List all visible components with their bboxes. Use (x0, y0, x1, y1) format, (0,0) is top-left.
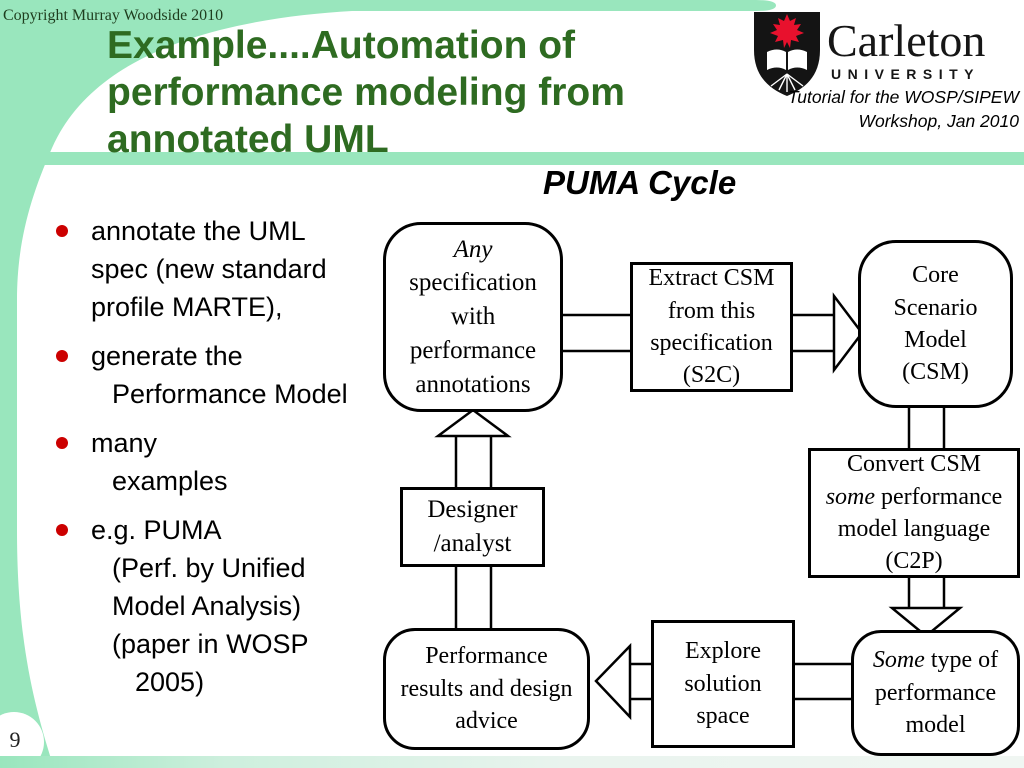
core-scenario-model-box: Core Scenario Model (CSM) (858, 240, 1013, 408)
any-specification-box: Any specification with performance annot… (383, 222, 563, 412)
box-line: specification (409, 269, 537, 297)
performance-results-box: Performance results and design advice (383, 628, 590, 750)
page-title: Example....Automation of performance mod… (107, 24, 625, 161)
copyright-text: Copyright Murray Woodside 2010 (3, 7, 224, 24)
bullet-line: Model Analysis) (112, 591, 302, 621)
event-note: Tutorial for the WOSP/SIPEW Workshop, Ja… (699, 86, 1019, 133)
box-line: performance (874, 679, 997, 706)
bullet-dot (56, 350, 68, 362)
bullet-item-many: many examples (56, 424, 386, 500)
bullet-line: (paper in WOSP (112, 629, 309, 659)
bullet-dot (56, 524, 68, 536)
bullet-line: spec (new standard (91, 254, 327, 284)
bullet-line: profile MARTE), (91, 292, 283, 322)
bullet-list: annotate the UML spec (new standard prof… (56, 212, 386, 712)
bullet-line: generate the (91, 341, 243, 371)
accent-stripe (0, 152, 1024, 165)
bullet-line: Performance Model (112, 379, 348, 409)
arrowhead-left (594, 642, 632, 721)
bullet-item-generate: generate the Performance Model (56, 337, 386, 413)
bullet-line: many (91, 428, 158, 458)
arrow-designer-to-results (454, 567, 493, 630)
box-line: Designer (427, 496, 518, 524)
box-line: model language (837, 516, 991, 542)
page-number-circle (0, 712, 44, 768)
bullet-line: examples (112, 466, 228, 496)
box-line: (S2C) (682, 362, 741, 389)
box-line: Some type of (872, 647, 999, 674)
box-line: with (450, 303, 496, 331)
arrow-csm-to-convert (907, 406, 946, 450)
extract-csm-box: Extract CSM from this specification (S2C… (630, 262, 793, 392)
box-line: solution (684, 670, 762, 697)
box-line: results and design (400, 675, 573, 702)
logo-wordmark: Carleton (827, 15, 986, 66)
box-line: some performance (825, 483, 1003, 510)
arrow-designer-to-spec (454, 432, 493, 487)
page-number: 9 (9, 727, 21, 752)
bullet-line: e.g. PUMA (91, 515, 222, 545)
box-line: Convert CSM (846, 451, 981, 478)
box-line: from this (667, 297, 756, 324)
event-note-line1: Tutorial for the WOSP/SIPEW (787, 87, 1019, 107)
maple-leaf-icon (770, 14, 804, 48)
bullet-line: 2005) (135, 667, 205, 697)
box-line: Scenario (893, 294, 978, 321)
designer-analyst-box: Designer /analyst (400, 487, 545, 567)
carleton-shield-icon (754, 12, 820, 96)
convert-csm-box: Convert CSM some performance model langu… (808, 448, 1020, 578)
box-line: (C2P) (885, 548, 943, 575)
box-line: /analyst (433, 530, 512, 557)
bullet-dot (56, 437, 68, 449)
arrowhead-right (832, 292, 864, 374)
box-line: (CSM) (902, 359, 969, 386)
explore-solution-space-box: Explore solution space (651, 620, 795, 748)
bullet-line: annotate the UML (91, 216, 306, 246)
box-line: specification (650, 330, 773, 356)
logo-subtext: UNIVERSITY (831, 66, 981, 82)
box-line: annotations (415, 370, 531, 398)
box-line: model (905, 712, 966, 739)
diagram-title: PUMA Cycle (543, 164, 737, 201)
arrowhead-down (888, 606, 964, 638)
event-note-line2: Workshop, Jan 2010 (858, 110, 1019, 131)
box-line: Performance (425, 643, 548, 670)
box-line: Any (453, 235, 493, 263)
box-line: Model (904, 327, 967, 353)
bottom-accent-strip (0, 756, 1024, 768)
bullet-item-annotate: annotate the UML spec (new standard prof… (56, 212, 386, 326)
box-line: space (696, 703, 750, 730)
bullet-dot (56, 225, 68, 237)
bullet-item-puma: e.g. PUMA (Perf. by Unified Model Analys… (56, 511, 386, 701)
box-line: Extract CSM (648, 265, 775, 292)
arrowhead-up (434, 408, 512, 438)
box-line: Explore (685, 638, 761, 665)
open-book-icon (767, 49, 786, 70)
box-line: performance (409, 336, 537, 364)
bullet-line: (Perf. by Unified (112, 553, 306, 583)
box-line: advice (455, 708, 518, 735)
performance-model-box: Some type of performance model (851, 630, 1020, 756)
box-line: Core (912, 262, 959, 289)
